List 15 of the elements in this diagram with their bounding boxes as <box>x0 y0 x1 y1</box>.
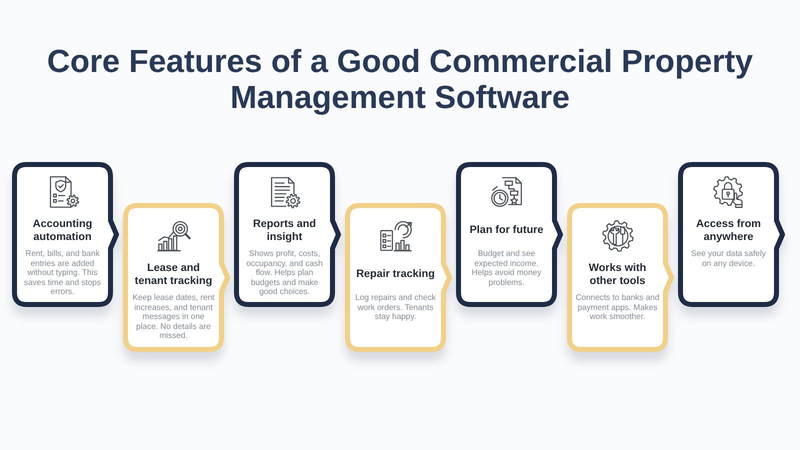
card-description: Keep lease dates, rent increases, and tenant messages in one place. No details are missed. <box>132 293 216 341</box>
card-heading: Works with other tools <box>588 262 648 288</box>
card-description: Log repairs and check work orders. Tenants stay happy. <box>354 293 437 322</box>
card-heading: Access from anywhere <box>695 218 762 244</box>
card-description: See your data safely on any device. <box>690 249 767 268</box>
card-description: Connects to banks and payment apps. Makes work smoother. <box>575 293 660 322</box>
card-heading: Plan for future <box>470 224 544 238</box>
card-heading: Accounting automation <box>32 218 94 244</box>
card-heading: Lease and tenant tracking <box>134 262 214 288</box>
card-heading: Reports and insight <box>252 218 317 244</box>
card-description: Budget and see expected income. Helps avoid money problems. <box>470 249 542 288</box>
title: Core Features of a Good Commercial Property Management Software <box>46 43 754 115</box>
card-heading: Repair tracking <box>356 268 435 282</box>
card-description: Shows profit, costs, occupancy, and cash flow. Helps plan budgets and make good choices. <box>245 249 324 297</box>
card-description: Rent, bills, and bank entries are added without typing. This saves time and stops errors. <box>23 249 102 297</box>
